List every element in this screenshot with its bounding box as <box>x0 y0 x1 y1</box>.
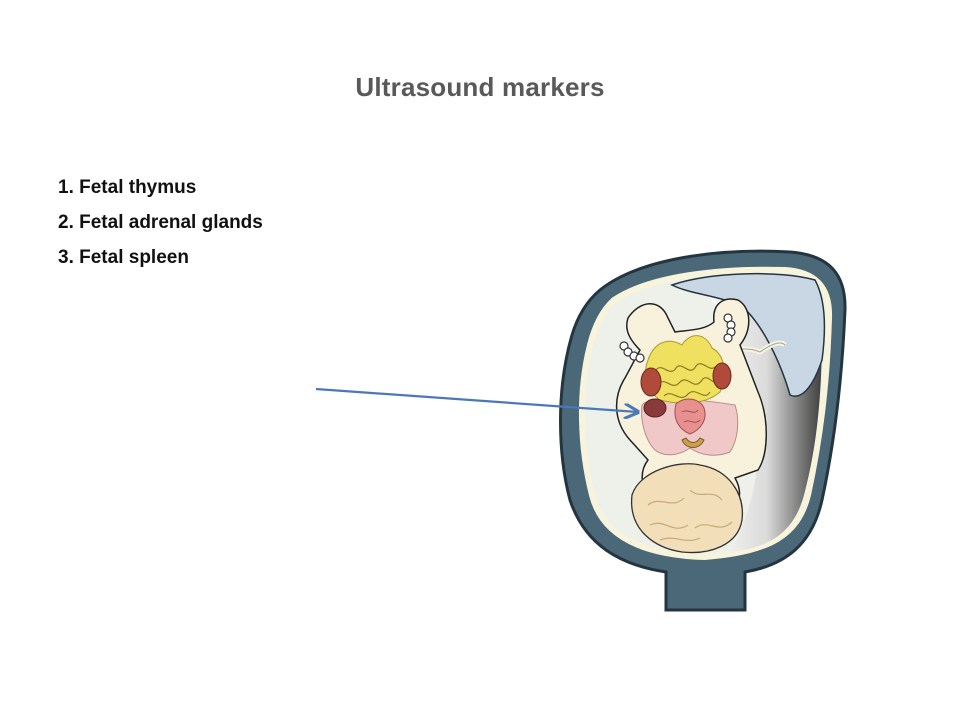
fetal-head <box>631 463 744 554</box>
brain-folds <box>647 489 733 542</box>
pointer-arrow <box>315 387 638 412</box>
fetal-hand-right <box>723 313 736 343</box>
marker-item-adrenal-glands: 2. Fetal adrenal glands <box>58 212 263 233</box>
marker-item-spleen: 3. Fetal spleen <box>58 247 189 268</box>
slide-title: Ultrasound markers <box>355 72 605 102</box>
intestine-coils <box>655 363 719 398</box>
kidney-right <box>712 362 732 390</box>
marker-item-thymus: 1. Fetal thymus <box>58 177 197 198</box>
fetal-spine-crescent <box>681 437 705 448</box>
adrenal-gland <box>643 398 667 418</box>
fetal-heart <box>674 398 706 435</box>
fetal-hand-left <box>619 341 645 363</box>
marker-list: 1. Fetal thymus 2. Fetal adrenal glands … <box>58 172 263 277</box>
kidney-left <box>640 367 662 397</box>
